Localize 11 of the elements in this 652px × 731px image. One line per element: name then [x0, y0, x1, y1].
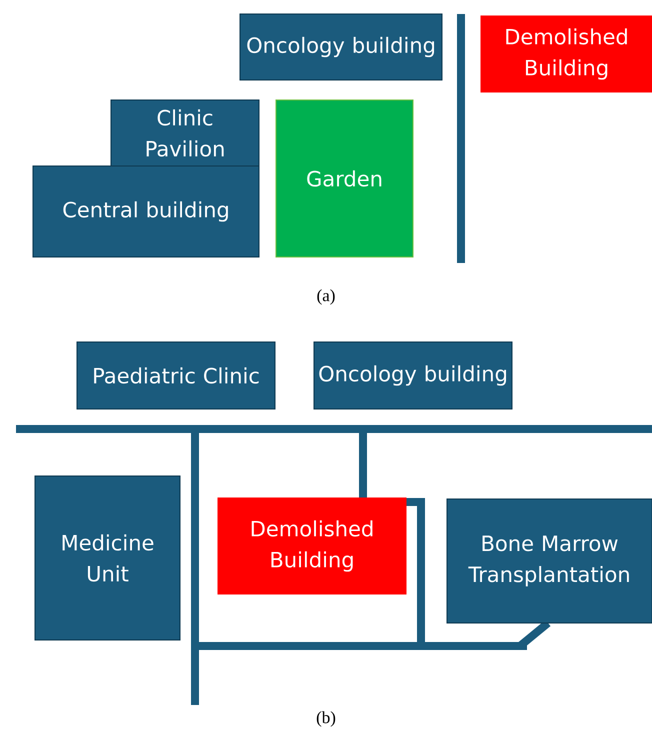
- building-box: Oncology building: [314, 342, 512, 410]
- building-box: Bone Marrow Transplantation: [446, 498, 652, 624]
- building-box: Clinic Pavilion: [110, 100, 260, 166]
- panel-label: (a): [317, 289, 335, 305]
- area-box: Garden: [276, 100, 414, 258]
- building-box: Paediatric Clinic: [76, 342, 276, 410]
- building-box: Demolished Building: [480, 16, 652, 92]
- panel-label: (b): [316, 711, 336, 727]
- building-box: Oncology building: [240, 14, 442, 80]
- building-box: Demolished Building: [218, 498, 406, 594]
- building-box: Medicine Unit: [34, 476, 180, 640]
